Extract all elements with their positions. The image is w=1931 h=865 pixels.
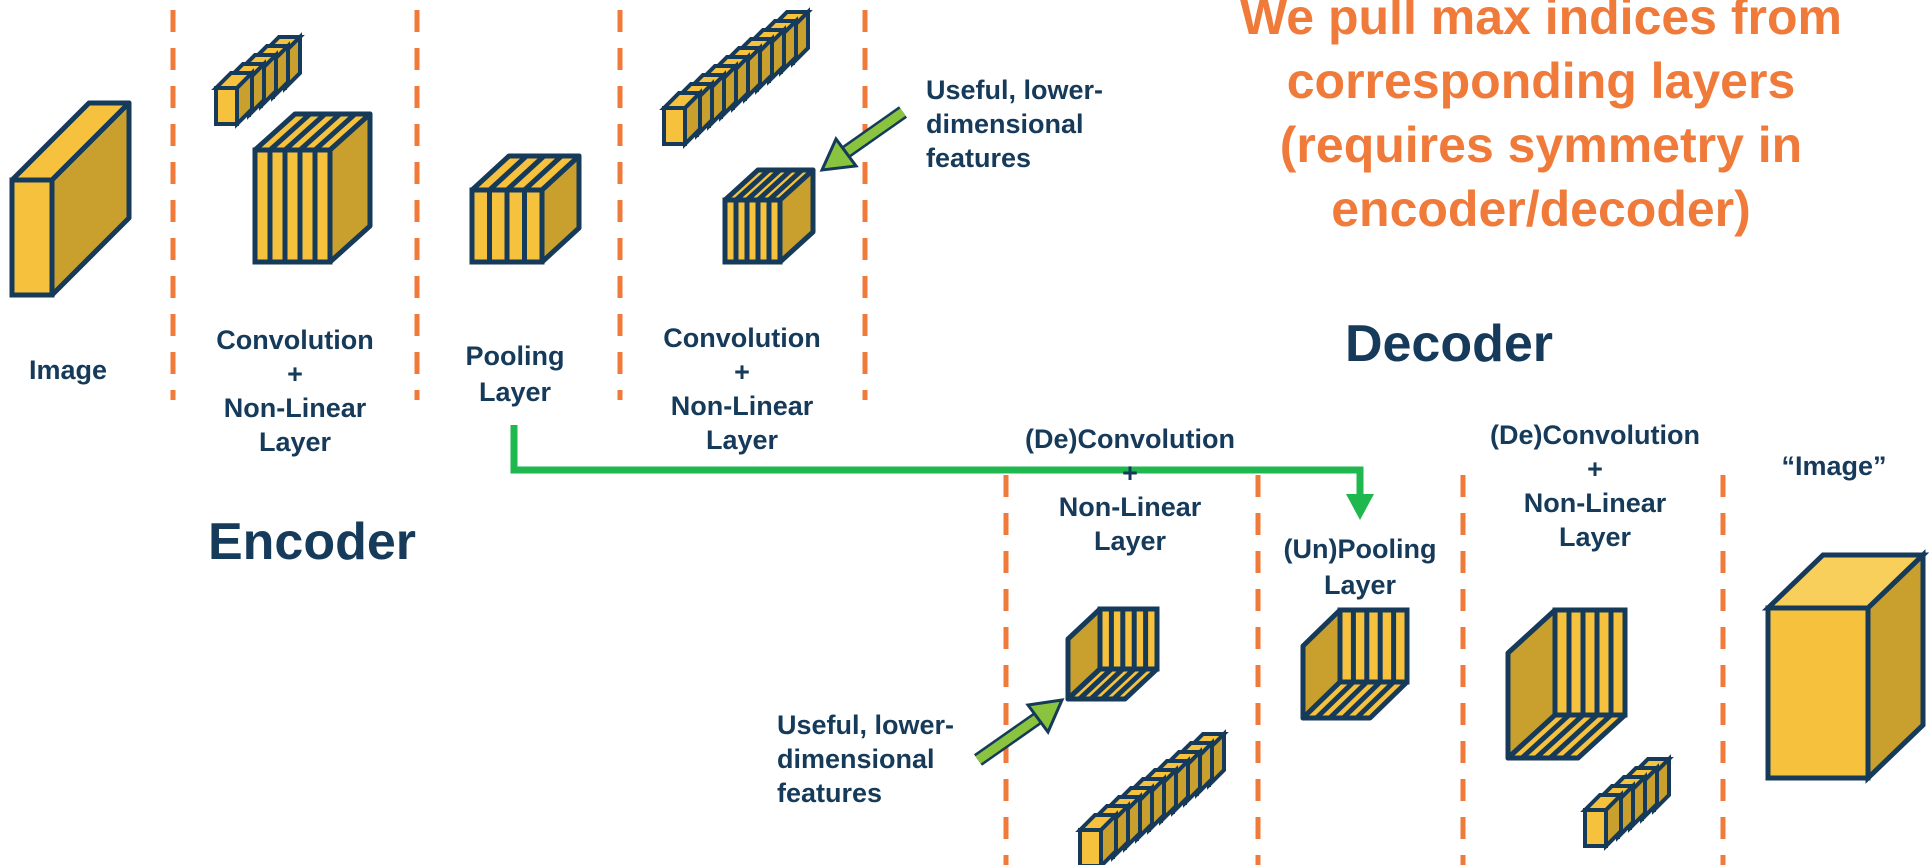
connector-arrowhead (1346, 494, 1374, 520)
pool-feature-cube (469, 153, 582, 265)
encoder-dividers (170, 10, 868, 400)
conv2-feature-cube (722, 167, 816, 265)
unpool-feature-cube (1300, 607, 1410, 721)
decoder-title: Decoder (1345, 315, 1553, 373)
deconv2-feature-cube (1505, 607, 1628, 761)
deconv1-feature-cube (1065, 606, 1160, 702)
output-image-label: “Image” (1781, 451, 1886, 481)
feature-arrowhead (819, 136, 859, 172)
conv1-small-bar (211, 32, 305, 129)
conv1-feature-cube (252, 111, 373, 265)
decoder-feature-arrow (973, 698, 1065, 766)
decoder-dividers (1003, 475, 1726, 865)
feature-arrowhead (1025, 698, 1065, 735)
encoder-feature-arrow (819, 106, 908, 172)
input-image-cube (9, 100, 132, 298)
max-indices-connector (510, 425, 1374, 520)
deconv1-long-bar (1075, 729, 1229, 865)
connector-line (510, 425, 1364, 497)
conv2-long-bar (659, 7, 813, 149)
output-image-cube (1761, 549, 1930, 784)
deconv2-small-bar (1580, 754, 1674, 851)
encoder-title: Encoder (208, 513, 416, 571)
image-label: Image (29, 355, 107, 385)
